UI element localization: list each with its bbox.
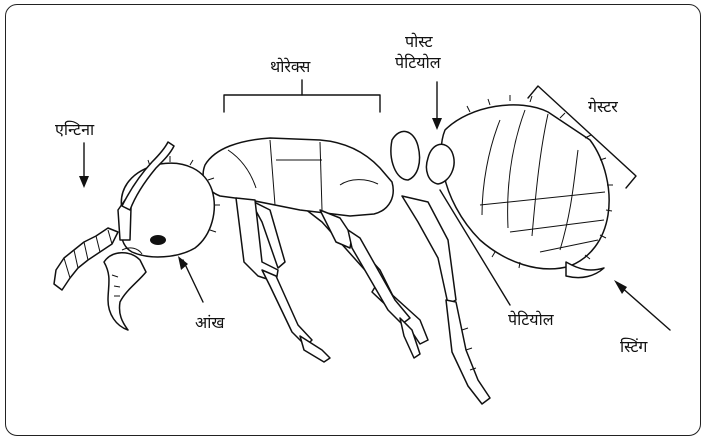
thorax-shape [203,138,393,216]
sting-label: स्टिंग [620,337,648,356]
post-petiole-label-line2: पेटियोल [395,53,442,72]
post-petiole-label-line1: पोस्ट [405,32,433,51]
eye-icon [150,235,166,245]
petiole-label: पेटियोल [508,310,555,329]
gaster-label: गेस्टर [588,97,618,116]
eye-label: आंख [195,313,225,332]
antenna-label: एन्टिना [55,120,95,139]
head-shape [104,156,220,330]
thorax-bracket [224,95,380,112]
gaster-shape [441,95,613,278]
thorax-label: थोरेक्स [270,57,312,76]
